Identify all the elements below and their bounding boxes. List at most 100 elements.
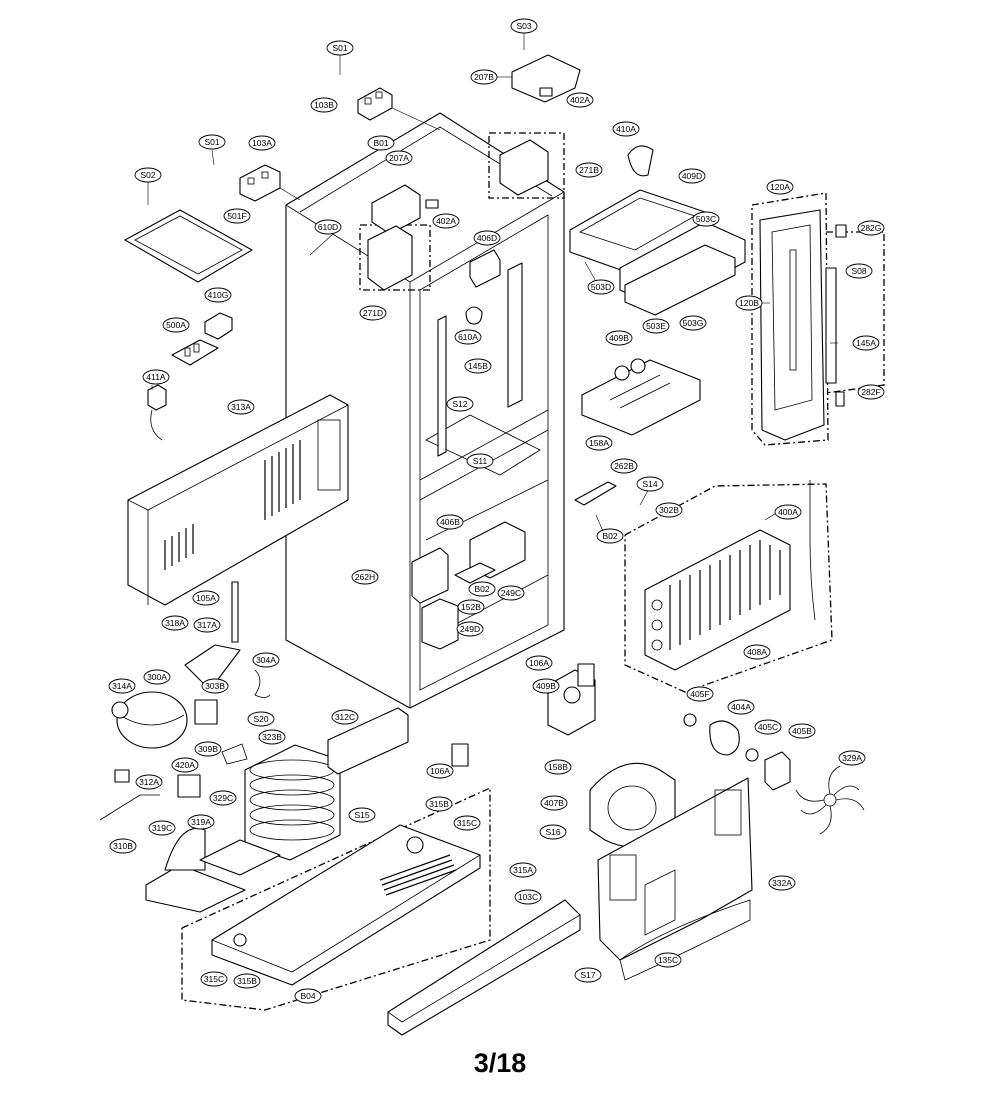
part-label: 312C [331,709,359,725]
svg-text:319C: 319C [152,823,172,833]
svg-text:610A: 610A [458,332,478,342]
svg-text:S11: S11 [473,456,488,466]
bracket-262H [411,547,449,604]
part-label: S01 [326,40,354,56]
bracket-406D [469,249,501,288]
svg-text:503C: 503C [696,214,716,224]
svg-text:410G: 410G [208,290,229,300]
part-label: S16 [539,824,567,840]
bushing-405C [745,748,759,762]
svg-text:400A: 400A [778,507,798,517]
part-label: 410A [612,121,640,137]
cover-332A [597,777,753,961]
svg-text:302B: 302B [659,505,679,515]
part-label: 406D [473,230,501,246]
svg-text:407B: 407B [544,798,564,808]
board-500A [171,339,219,366]
svg-text:317A: 317A [197,620,217,630]
part-label: 303B [201,678,229,694]
lower-compartment-parts [411,521,526,650]
svg-text:300A: 300A [147,672,167,682]
svg-text:312A: 312A [139,777,159,787]
svg-text:B02: B02 [474,584,489,594]
svg-text:B02: B02 [602,531,617,541]
svg-text:S17: S17 [580,970,595,980]
bulb-409B [614,365,630,381]
part-label: S14 [636,476,664,492]
part-label: 402A [432,213,460,229]
clip-152B [454,562,496,584]
part-label: 315B [425,796,453,812]
part-label: 103A [248,135,276,151]
svg-text:323B: 323B [262,732,282,742]
bracket-249D [421,598,459,650]
part-label: 405C [754,719,782,735]
svg-text:282G: 282G [861,223,882,233]
part-label: 503C [692,211,720,227]
svg-text:120A: 120A [770,182,790,192]
svg-text:145A: 145A [856,338,876,348]
exploded-parts-diagram: S01 103B S03 207B 402A S01 103A B01 207A… [99,18,885,1036]
part-label: 106A [426,763,454,779]
svg-text:402A: 402A [436,216,456,226]
clip-402A [539,87,553,97]
part-label: B01 [367,135,395,151]
part-label: 120B [735,295,763,311]
washer-405F [683,713,697,727]
part-label: 407B [540,795,568,811]
part-label: B04 [294,988,322,1004]
part-label: S17 [574,967,602,983]
svg-text:409D: 409D [682,171,702,181]
part-label: 500A [162,317,190,333]
svg-text:103C: 103C [518,892,538,902]
svg-text:271B: 271B [579,165,599,175]
svg-text:404A: 404A [731,702,751,712]
svg-text:319A: 319A [191,817,211,827]
bracket-207A [371,184,421,235]
module-410G [204,312,233,340]
part-label: 332A [768,875,796,891]
part-label: 249D [456,621,484,637]
socket-410A [627,145,654,177]
part-label: 323B [258,729,286,745]
part-label: 145B [464,358,492,374]
part-labels: S01 103B S03 207B 402A S01 103A B01 207A… [108,18,885,1004]
compressor-300A [116,691,188,749]
svg-text:271D: 271D [363,308,383,318]
part-label: 310B [109,838,137,854]
duct-135C [644,869,676,936]
part-label: 409B [605,330,633,346]
part-label: 271B [575,162,603,178]
rail-left [437,315,447,457]
part-label: 503E [642,318,670,334]
bracket-103B [357,87,393,121]
part-label: 145A [852,335,880,351]
part-label: 103C [514,889,542,905]
part-label: 404A [727,699,755,715]
part-label: 315C [200,971,228,987]
part-label: 405F [686,686,714,702]
condenser-323B [145,707,409,913]
svg-text:500A: 500A [166,320,186,330]
svg-text:S14: S14 [642,479,657,489]
part-label: 400A [774,504,802,520]
bracket-405B [764,751,791,791]
part-label: 105A [192,590,220,606]
svg-text:207B: 207B [474,72,494,82]
svg-text:501F: 501F [227,211,246,221]
interior-rails [437,249,701,506]
clip-610A [465,306,483,325]
svg-text:S12: S12 [452,399,467,409]
svg-text:503E: 503E [646,321,666,331]
svg-text:S01: S01 [332,43,347,53]
tube-105A [231,581,239,643]
compressor-area [99,581,271,821]
cap-420A [177,774,201,798]
svg-text:315B: 315B [237,976,257,986]
part-label: S15 [348,807,376,823]
svg-text:503D: 503D [591,282,611,292]
air-duct-120A [759,209,837,441]
svg-text:329A: 329A [842,753,862,763]
motor-404A [709,720,740,756]
svg-text:145B: 145B [468,361,488,371]
